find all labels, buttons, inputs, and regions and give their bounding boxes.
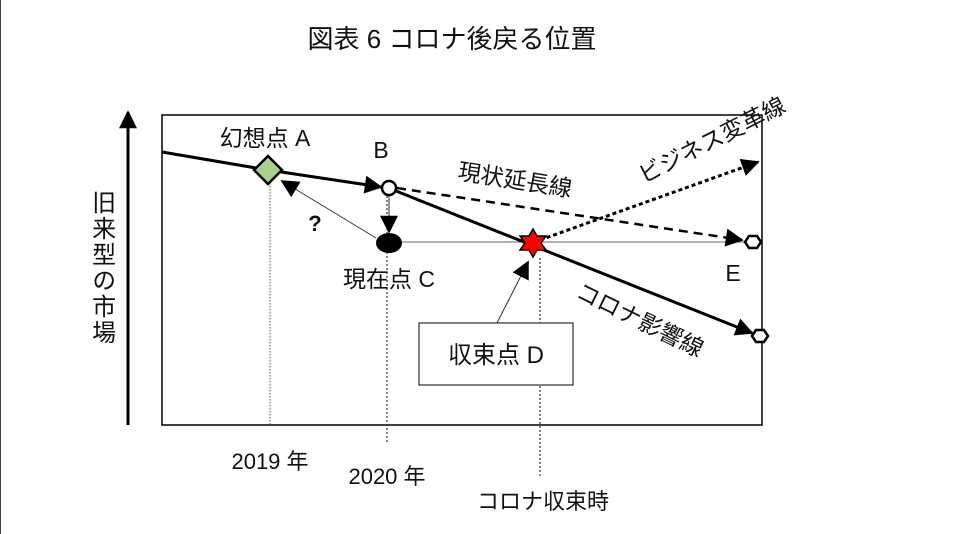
point-e-hexagon xyxy=(743,234,763,250)
plot-frame xyxy=(161,114,763,426)
status-quo-line xyxy=(396,186,744,247)
trend-line-a-b xyxy=(267,168,383,194)
arrow-c-to-a xyxy=(280,180,377,239)
label-business-change-line: ビジネス変革線 xyxy=(634,92,789,188)
label-status-quo-line: 現状延長線 xyxy=(456,158,574,202)
point-c-ellipse xyxy=(376,233,402,253)
label-corona-impact-line: コロナ影響線 xyxy=(572,278,707,362)
arrow-d-label-to-star xyxy=(496,260,529,324)
label-point-b: B xyxy=(373,137,388,163)
corona-impact-line xyxy=(395,189,754,336)
label-point-c: 現在点 C xyxy=(343,266,435,292)
trend-line-start xyxy=(161,150,269,172)
label-convergence-time: コロナ収束時 xyxy=(477,489,609,514)
y-axis-label: 旧来型の市場 xyxy=(88,190,116,346)
diagram-title: 図表 6 コロナ後戻る位置 xyxy=(308,24,597,54)
point-b-circle xyxy=(380,179,398,197)
corona-line-end-hexagon xyxy=(750,328,770,344)
label-point-e: E xyxy=(725,260,740,286)
point-a-diamond xyxy=(252,154,284,186)
label-2020: 2020 年 xyxy=(348,464,425,489)
business-change-line xyxy=(539,158,760,242)
label-point-a: 幻想点 A xyxy=(220,125,311,151)
label-point-d: 収束点 D xyxy=(448,342,544,369)
label-2019: 2019 年 xyxy=(231,449,308,474)
point-d-star xyxy=(518,227,548,259)
point-d-label-box xyxy=(418,322,574,386)
label-question: ? xyxy=(308,211,321,236)
